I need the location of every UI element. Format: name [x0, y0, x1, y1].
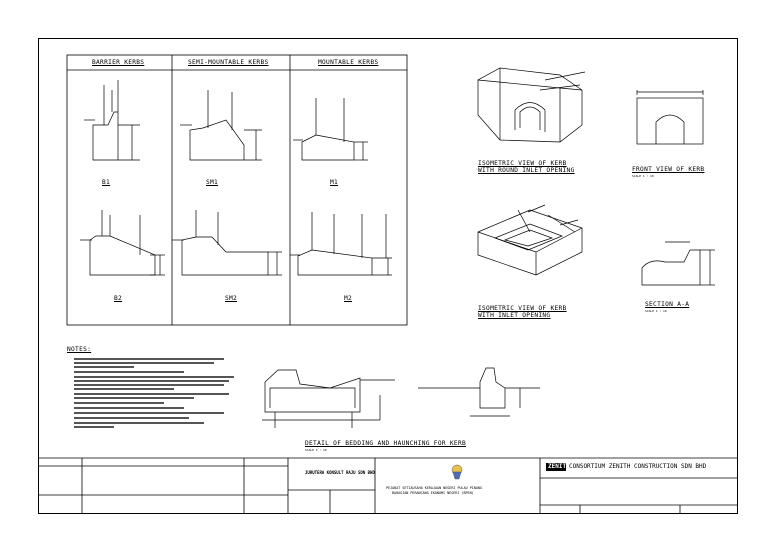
label-sm1: SM1 [206, 179, 219, 186]
front-view-scale: SCALE 1 : 10 [632, 174, 654, 178]
contractor-name: CONSORTIUM ZENITH CONSTRUCTION SDN BHD [569, 463, 707, 470]
bedding-detail-2 [418, 367, 540, 417]
notes-title: NOTES: [67, 346, 92, 353]
header-mountable-kerbs: MOUNTABLE KERBS [318, 59, 379, 66]
client-line-2: BAHAGIAN PERANCANG EKONOMI NEGERI (BPEN) [392, 491, 474, 495]
kerb-m1-drawing [293, 98, 368, 161]
section-aa-drawing [641, 241, 715, 286]
state-crest-logo [451, 464, 463, 480]
iso-inlet-drawing [477, 204, 583, 276]
header-semi-mountable-kerbs: SEMI-MOUNTABLE KERBS [188, 59, 269, 66]
client-line-1: PEJABAT SETIAUSAHA KERAJAAN NEGERI PULAU… [386, 486, 482, 490]
label-sm2: SM2 [225, 295, 238, 302]
detail-scale: SCALE 1 : 10 [305, 448, 327, 452]
front-view-title: FRONT VIEW OF KERB [632, 166, 705, 173]
consultant-name: JURUTERA KONSULT RAJU SDN BHD [305, 470, 375, 475]
header-barrier-kerbs: BARRIER KERBS [92, 59, 145, 66]
label-m1: M1 [330, 179, 339, 186]
label-b1: B1 [102, 179, 111, 186]
kerb-table-frame [66, 54, 408, 326]
iso-inlet-title-1: ISOMETRIC VIEW OF KERB [478, 305, 567, 312]
detail-title: DETAIL OF BEDDING AND HAUNCHING FOR KERB [305, 440, 467, 447]
bedding-detail-1 [262, 369, 395, 428]
kerb-sm1-drawing [180, 90, 262, 161]
iso-round-title-1: ISOMETRIC VIEW OF KERB [478, 160, 567, 167]
iso-round-inlet-drawing [477, 67, 586, 143]
front-view-drawing [636, 90, 704, 145]
label-m2: M2 [344, 295, 353, 302]
section-aa-title: SECTION A-A [645, 301, 690, 308]
kerb-b1-drawing [84, 80, 140, 161]
kerb-sm2-drawing [172, 210, 282, 276]
zenith-logo [546, 463, 566, 471]
iso-round-title-2: WITH ROUND INLET OPENING [478, 167, 575, 174]
contractor-logo-text: ZENITH [548, 463, 570, 470]
section-aa-scale: SCALE 1 : 10 [645, 309, 667, 313]
iso-inlet-title-2: WITH INLET OPENING [478, 312, 551, 319]
kerb-m2-drawing [290, 212, 392, 276]
kerb-b2-drawing [80, 210, 165, 276]
label-b2: B2 [114, 295, 123, 302]
title-block-lines [38, 457, 738, 514]
drawing-frame [38, 38, 738, 514]
